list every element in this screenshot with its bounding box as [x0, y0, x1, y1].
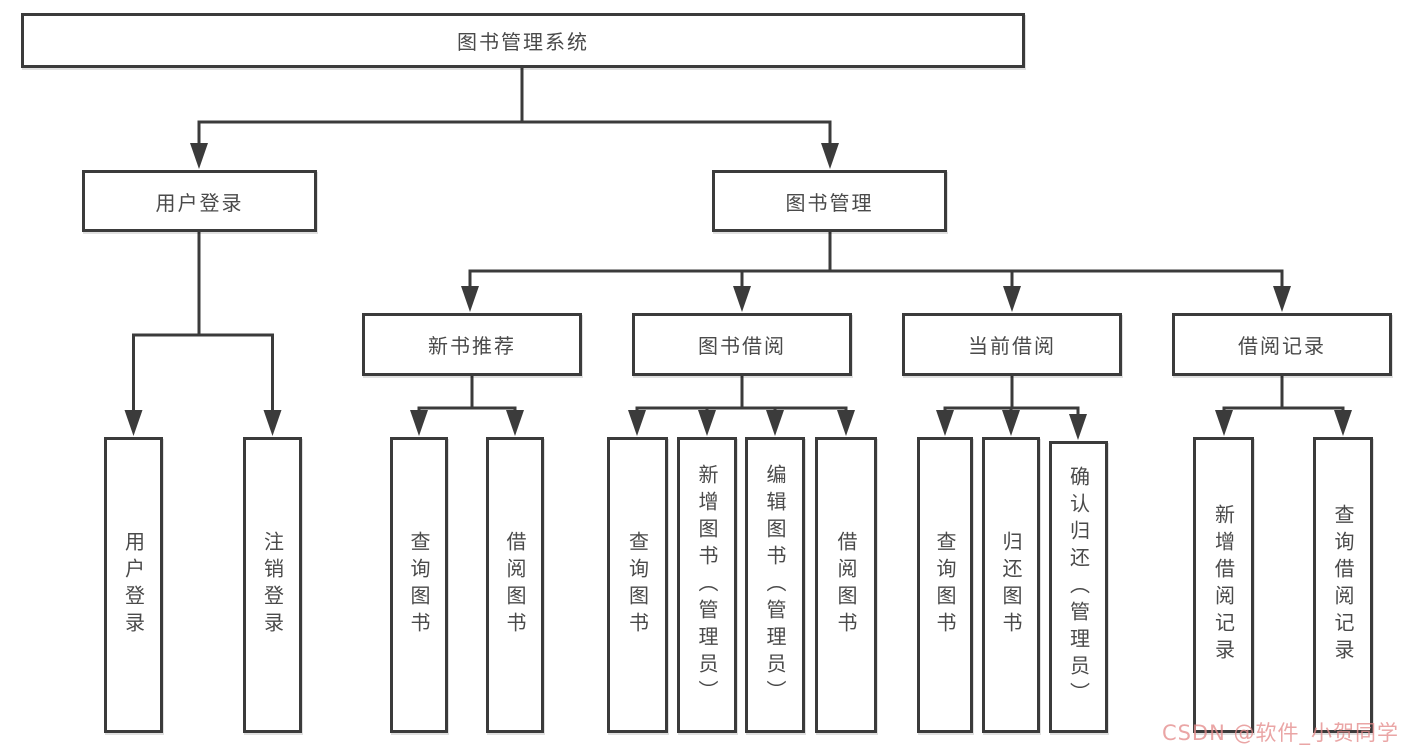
node-borrowing-records: 借阅记录	[1172, 313, 1392, 376]
connector-bookmgmt-to-sections	[468, 232, 1284, 302]
leaf-borrowing-search-books: 查询图书	[607, 437, 668, 733]
connector-newbooks-to-leaves	[417, 376, 517, 426]
node-current-borrowing: 当前借阅	[902, 313, 1122, 376]
connector-userlogin-to-leaves	[132, 232, 274, 426]
connector-records-to-leaves	[1222, 376, 1345, 426]
node-book-management-branch: 图书管理	[712, 170, 947, 232]
csdn-watermark: CSDN @软件_小贺同学	[1161, 721, 1399, 745]
leaf-records-search-record: 查询借阅记录	[1313, 437, 1373, 733]
leaf-records-add-record: 新增借阅记录	[1193, 437, 1254, 733]
arrowheads	[124, 143, 1352, 440]
connector-root-to-branches	[197, 68, 832, 158]
leaf-newbooks-search-books: 查询图书	[390, 437, 448, 733]
leaf-current-search-books: 查询图书	[917, 437, 973, 733]
leaf-borrowing-add-books-admin: 新增图书（管理员）	[677, 437, 737, 733]
node-user-login-branch: 用户登录	[82, 170, 317, 232]
node-book-borrowing: 图书借阅	[632, 313, 852, 376]
leaf-user-login: 用户登录	[104, 437, 163, 733]
leaf-newbooks-borrow-books: 借阅图书	[486, 437, 544, 733]
node-root-library-system: 图书管理系统	[21, 13, 1025, 68]
leaf-current-confirm-return-admin: 确认归还（管理员）	[1049, 441, 1108, 733]
leaf-borrowing-borrow-books: 借阅图书	[815, 437, 877, 733]
node-new-book-recommendation: 新书推荐	[362, 313, 582, 376]
leaf-logout: 注销登录	[243, 437, 302, 733]
leaf-borrowing-edit-books-admin: 编辑图书（管理员）	[745, 437, 805, 733]
leaf-current-return-books: 归还图书	[982, 437, 1040, 733]
connector-borrow-to-leaves	[635, 376, 848, 426]
